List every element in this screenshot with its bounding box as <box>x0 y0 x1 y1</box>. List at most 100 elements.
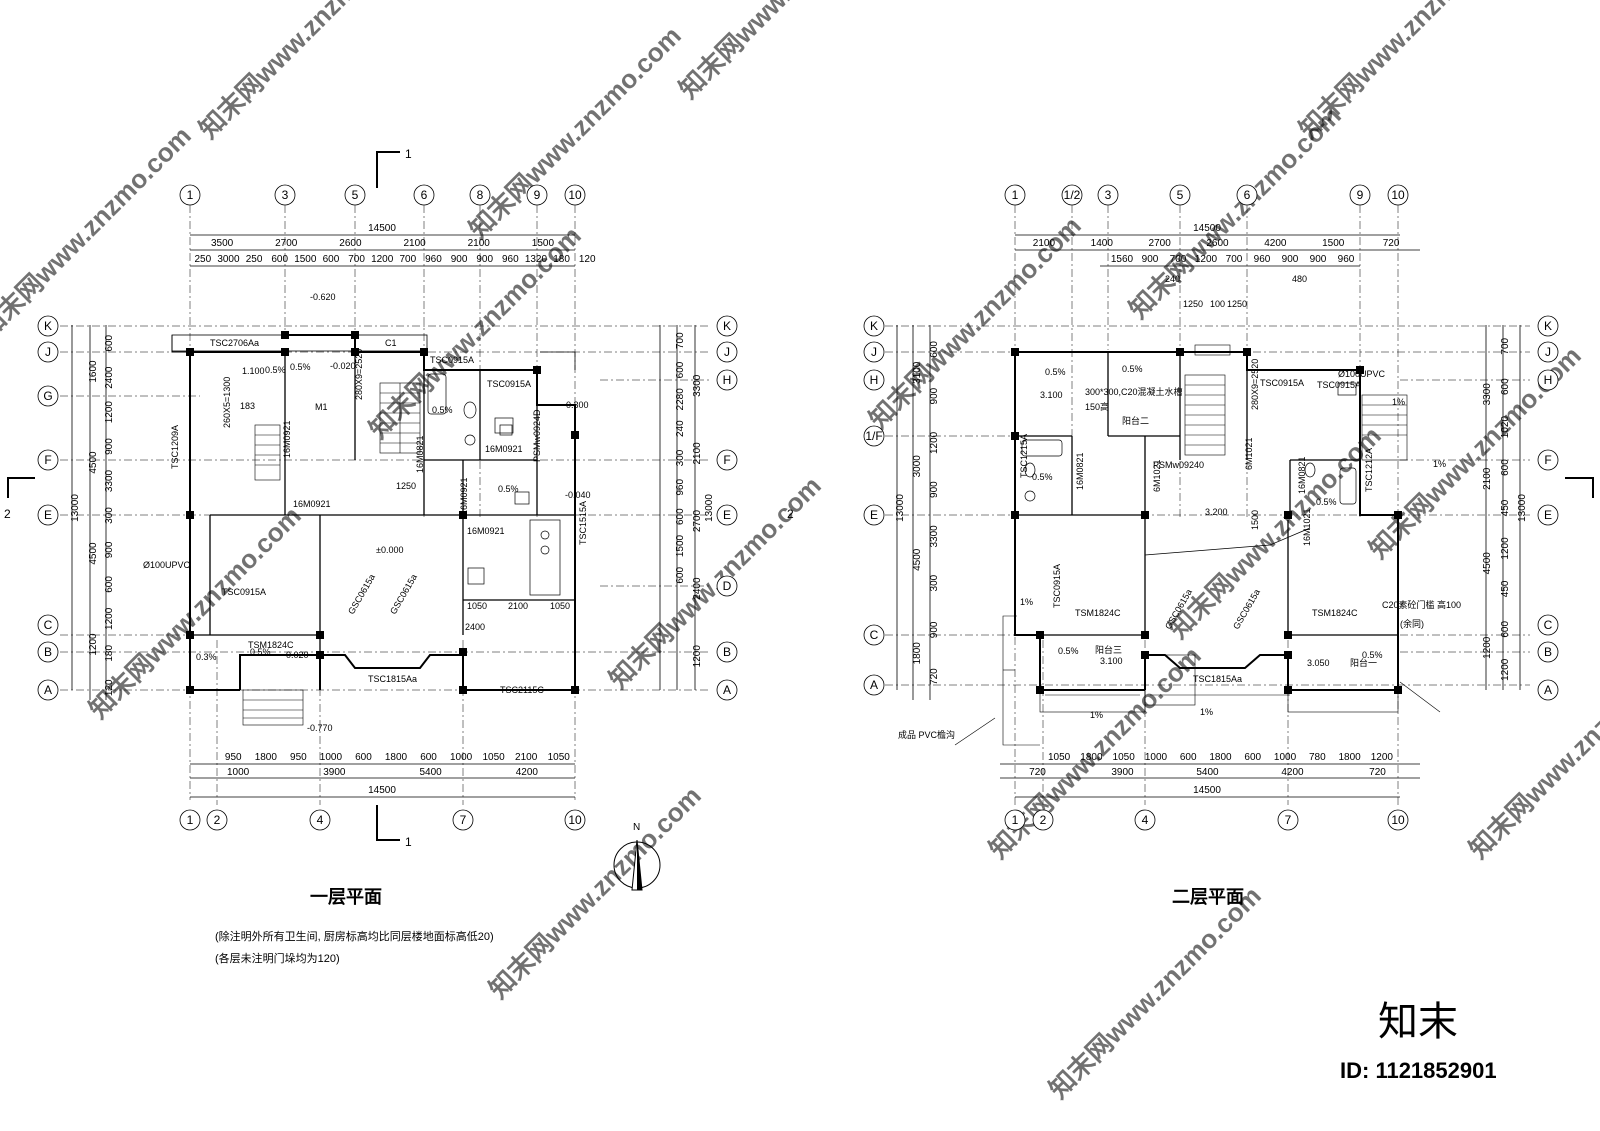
axis-p2-right: J <box>1545 345 1551 359</box>
plan2-label: Ø100UPVC <box>1338 369 1386 379</box>
plan2-label: 1% <box>1392 397 1405 407</box>
plan2-label: 1250 <box>1227 299 1247 309</box>
north-label: N <box>633 822 640 833</box>
plan1-label: -0.620 <box>310 292 336 302</box>
axis-p1-right: D <box>723 579 732 593</box>
plan1-label: 16M0921 <box>293 499 331 509</box>
plan2-label: TSC0915A <box>1260 378 1304 388</box>
dimension-label: 3500 <box>211 238 234 249</box>
image-id: ID: 1121852901 <box>1340 1058 1497 1083</box>
plan1-label: TSC1815Aa <box>368 674 417 684</box>
dimension-label: 1200 <box>929 431 940 454</box>
axis-p1-bottom-bubble <box>179 809 201 831</box>
plan1-label: 280X9=2520 <box>354 349 364 400</box>
dimension-label: 2400 <box>692 577 703 600</box>
brand-logo: 知末 <box>1378 1000 1458 1044</box>
plan2-label: TSC1215A <box>1019 434 1029 478</box>
dimension-label: 1800 <box>1209 752 1232 763</box>
dimension-label: 2280 <box>675 388 686 411</box>
dimension-label: 1400 <box>1091 238 1114 249</box>
dimension-label: 1500 <box>294 254 317 265</box>
dimension-label: 3900 <box>323 767 346 778</box>
dimension-label: 600 <box>1180 752 1197 763</box>
dimension-label: 2700 <box>692 509 703 532</box>
axis-p1-right-bubble <box>716 369 738 391</box>
plan1-label: TSC0915A <box>222 587 266 597</box>
axis-p1-top: 8 <box>477 188 484 202</box>
dimension-label: 600 <box>1500 621 1511 638</box>
dimension-label: 2100 <box>1033 238 1056 249</box>
plan2-label: 6M1021 <box>1244 437 1254 470</box>
dimension-label: 1600 <box>88 360 99 383</box>
dimension-label: 4200 <box>1281 767 1304 778</box>
axis-p2-right-bubble <box>1537 369 1559 391</box>
axis-p2-top-bubble <box>1349 184 1371 206</box>
axis-p2-bottom: 2 <box>1040 813 1047 827</box>
dimension-label: 3000 <box>217 254 240 265</box>
dimension-label: 960 <box>1254 254 1271 265</box>
plan-1 <box>7 151 710 841</box>
axis-p1-bottom-bubble <box>206 809 228 831</box>
axis-p1-left-bubble <box>37 341 59 363</box>
plan2-label: 0.5% <box>1032 472 1053 482</box>
dimension-label: 1000 <box>227 767 250 778</box>
plan2-label: 阳台三 <box>1095 644 1122 655</box>
dimension-label: 300 <box>929 574 940 591</box>
dimension-label: 1200 <box>1371 752 1394 763</box>
dimension-label: 1500 <box>532 238 555 249</box>
dimension-label: 2700 <box>1149 238 1172 249</box>
axis-p2-left: J <box>871 345 877 359</box>
axis-p2-right-bubble <box>1537 504 1559 526</box>
dimension-label: 900 <box>1142 254 1159 265</box>
dimension-label: 120 <box>104 679 115 696</box>
dimension-label: 1200 <box>371 254 394 265</box>
dimension-label: 1050 <box>1048 752 1071 763</box>
dimension-label: 600 <box>1500 378 1511 395</box>
dimension-label: 900 <box>929 481 940 498</box>
dimension-label: 900 <box>929 621 940 638</box>
dimension-label: 1200 <box>104 401 115 424</box>
axis-p1-top-bubble <box>344 184 366 206</box>
dimension-label: 600 <box>675 567 686 584</box>
dimension-total: 13000 <box>70 494 81 522</box>
axis-p1-bottom: 7 <box>460 813 467 827</box>
axis-p1-right: A <box>723 683 731 697</box>
plan1-label: TSC1209A <box>170 425 180 469</box>
dimension-label: 3300 <box>692 374 703 397</box>
axis-p1-left: A <box>44 683 52 697</box>
dimension-label: 1320 <box>525 254 548 265</box>
dimension-label: 1200 <box>1500 537 1511 560</box>
dimension-total: 14500 <box>1193 785 1221 796</box>
dimension-label: 1050 <box>483 752 506 763</box>
plan2-label: TSC0915A <box>1052 564 1062 608</box>
dimension-label: 5400 <box>1196 767 1219 778</box>
axis-p1-top: 6 <box>421 188 428 202</box>
axis-p1-left: G <box>43 389 52 403</box>
plan2-label: 150高 <box>1085 401 1109 412</box>
dimension-label: 2600 <box>339 238 362 249</box>
axis-p2-right: H <box>1544 373 1553 387</box>
plan2-label: 0.5% <box>1045 367 1066 377</box>
axis-p1-left-bubble <box>37 679 59 701</box>
plan1-label: TSC0915A <box>487 379 531 389</box>
dimension-label: 720 <box>929 668 940 685</box>
axis-p2-top-bubble <box>1097 184 1119 206</box>
plan2-label: 280X9=2520 <box>1250 359 1260 410</box>
plan2-label: 1% <box>1200 707 1213 717</box>
axis-p2-right-bubble <box>1537 641 1559 663</box>
axis-p1-left-bubble <box>37 614 59 636</box>
dimension-label: 1200 <box>1482 636 1493 659</box>
axis-p2-left: H <box>870 373 879 387</box>
dimension-label: 900 <box>104 541 115 558</box>
plan2-label: 0.5% <box>1122 364 1143 374</box>
axis-p1-left-bubble <box>37 449 59 471</box>
dimension-label: 1560 <box>1111 254 1134 265</box>
plan2-label: 1% <box>1433 459 1446 469</box>
dimension-label: 4200 <box>516 767 539 778</box>
plan2-label: 3.100 <box>1100 656 1123 666</box>
axis-p2-bottom-bubble <box>1387 809 1409 831</box>
plan1-label: 16M0921 <box>282 420 292 458</box>
axis-p2-right-bubble <box>1537 614 1559 636</box>
plan1-label: 16M0921 <box>485 444 523 454</box>
axis-p1-top: 5 <box>352 188 359 202</box>
